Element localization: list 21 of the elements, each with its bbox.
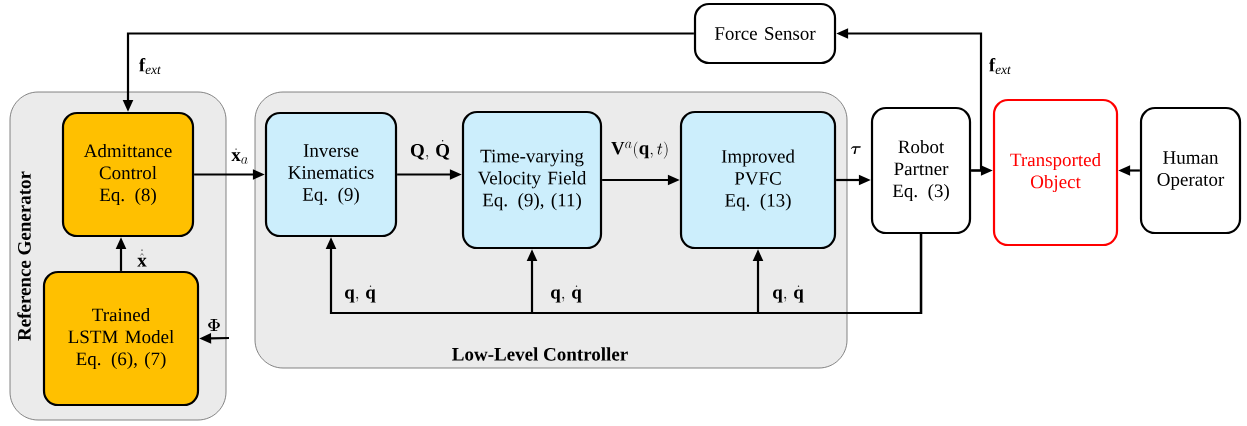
process-box: Admittance Control Eq. (8) (61, 111, 195, 238)
process-box: Trained LSTM Model Eq. (6), (7) (42, 270, 200, 407)
edge-label: $\dot{\hat{\mathbf{x}}}$ (137, 249, 147, 267)
edge-label: $\dot{\mathbf{x}}_{a}$ (231, 148, 248, 164)
process-box: Improved PVFC Eq. (13) (679, 110, 837, 250)
process-box: Robot Partner Eq. (3) (870, 106, 972, 235)
edge-label: $\mathbf{q},\,\dot{\mathbf{q}}$ (345, 285, 376, 303)
process-box: Human Operator (1139, 106, 1242, 235)
edge-label: $\boldsymbol{\tau}$ (850, 146, 861, 155)
edge-label: $\boldsymbol{\Phi}$ (208, 319, 220, 331)
process-box: Time-varying Velocity Field Eq. (9), (11) (461, 110, 603, 250)
edge-label: $\mathbf{q},\,\dot{\mathbf{q}}$ (551, 285, 582, 303)
edge-label: $\mathbf{q},\,\dot{\mathbf{q}}$ (773, 285, 804, 303)
edge-label: $\mathbf{f}_{\mathit{ext}}$ (989, 57, 1011, 75)
process-box: Inverse Kinematics Eq. (9) (264, 111, 398, 238)
edge-label: $\mathbf{V}^{a}(\mathbf{q},t)$ (611, 141, 668, 159)
edge-label: $\mathbf{f}_{\mathit{ext}}$ (139, 57, 161, 75)
object-box: Transported Object (992, 98, 1119, 247)
arrow (752, 234, 923, 315)
process-box: Force Sensor (693, 2, 837, 65)
edge-label: $\mathbf{Q},\,\dot{\mathbf{Q}}$ (410, 140, 450, 160)
